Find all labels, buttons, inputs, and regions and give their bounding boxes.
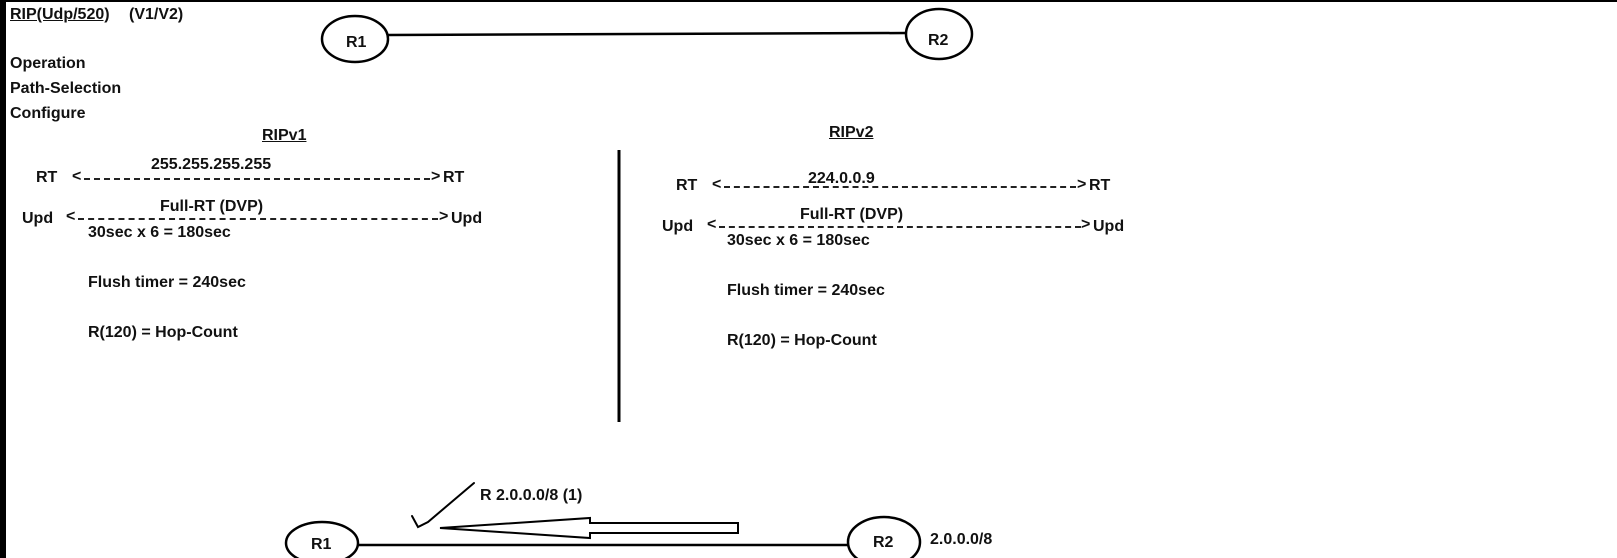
ripv1-upd-left: Upd [22, 210, 54, 227]
protocol-versions: (V1/V2) [129, 6, 184, 23]
route-table-entry: R 2.0.0.0/8 (1) [480, 487, 583, 504]
ripv1-rt-arrow-left: < [72, 168, 82, 185]
ripv2-metric: R(120) = Hop-Count [727, 332, 877, 349]
topic-operation: Operation [10, 55, 86, 72]
topic-configure: Configure [10, 105, 86, 122]
ripv1-update-timer: 30sec x 6 = 180sec [88, 224, 231, 241]
ripv1-flush-timer: Flush timer = 240sec [88, 274, 246, 291]
ripv1-metric: R(120) = Hop-Count [88, 324, 238, 341]
top-r1-label: R1 [346, 34, 367, 51]
ripv2-multicast-address: 224.0.0.9 [808, 170, 875, 187]
checkmark-icon [411, 482, 475, 529]
ripv1-upd-arrow-right: > [439, 208, 449, 225]
ripv2-upd-right: Upd [1093, 218, 1125, 235]
ripv2-flush-timer: Flush timer = 240sec [727, 282, 885, 299]
ripv1-upd-right: Upd [451, 210, 483, 227]
ripv2-rt-left: RT [676, 177, 698, 194]
ripv2-upd-left: Upd [662, 218, 694, 235]
bottom-r1-label: R1 [311, 536, 332, 553]
ripv1-rt-right: RT [443, 169, 465, 186]
ripv1-update-type: Full-RT (DVP) [160, 198, 264, 215]
bottom-r1-node [284, 520, 360, 558]
top-link [387, 31, 907, 37]
ripv2-upd-dashed-line [719, 226, 1081, 228]
ripv2-title: RIPv2 [829, 124, 874, 141]
ripv1-title: RIPv1 [262, 127, 307, 144]
ripv1-rt-arrow-right: > [431, 168, 441, 185]
frame-top-border [0, 0, 1617, 2]
bottom-r2-label: R2 [873, 534, 894, 551]
bottom-network-label: 2.0.0.0/8 [930, 531, 993, 548]
topic-path-selection: Path-Selection [10, 80, 122, 97]
frame-left-border [0, 0, 6, 558]
ripv2-rt-dashed-line [724, 186, 1076, 188]
ripv1-upd-arrow-left: < [66, 208, 76, 225]
ripv2-rt-arrow-right: > [1077, 176, 1087, 193]
top-r2-label: R2 [928, 32, 949, 49]
top-r1-node [320, 14, 390, 64]
bottom-r2-node [846, 515, 922, 558]
ripv1-rt-dashed-line [84, 178, 430, 180]
ripv2-rt-right: RT [1089, 177, 1111, 194]
ripv2-upd-arrow-right: > [1081, 216, 1091, 233]
ripv2-update-timer: 30sec x 6 = 180sec [727, 232, 870, 249]
ripv2-upd-arrow-left: < [707, 216, 717, 233]
ripv2-rt-arrow-left: < [712, 176, 722, 193]
ripv1-broadcast-address: 255.255.255.255 [151, 156, 272, 173]
ripv2-update-type: Full-RT (DVP) [800, 206, 904, 223]
protocol-title: RIP(Udp/520) [10, 6, 110, 23]
ripv1-rt-left: RT [36, 169, 58, 186]
ripv1-upd-dashed-line [78, 218, 438, 220]
route-advertisement-arrow [439, 516, 739, 540]
